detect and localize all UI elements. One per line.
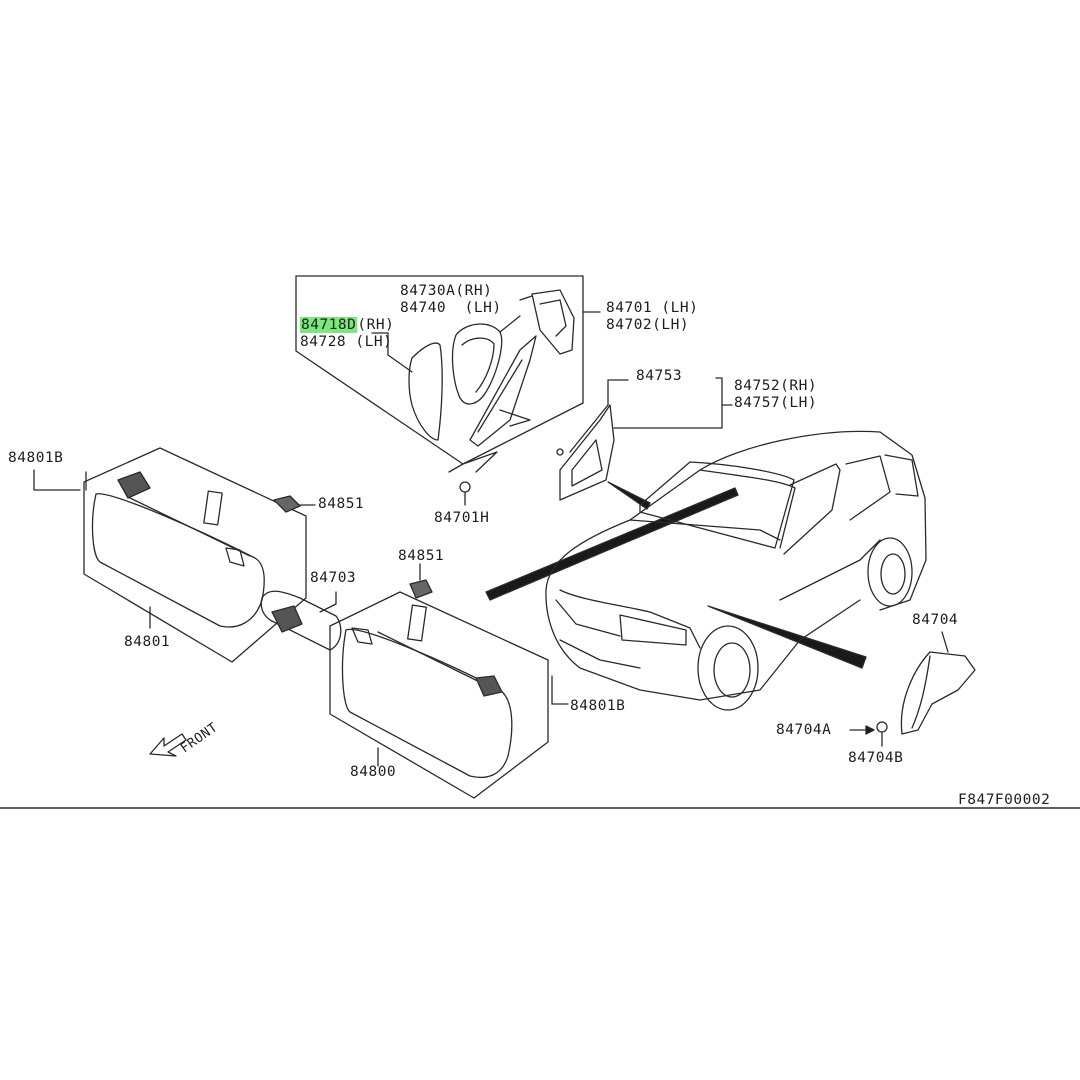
sun-visor-left (33, 447, 316, 663)
label-84740: 84740 (LH) (400, 300, 502, 316)
mirror-base (531, 289, 575, 355)
highlighted-part-number: 84718D (300, 317, 358, 333)
clip-84704B (876, 721, 888, 733)
label-84801B-right: 84801B (570, 698, 626, 714)
mirror-inset-pointer (448, 451, 498, 473)
pointer-wedge-3 (707, 605, 867, 669)
sun-visor-right (329, 563, 569, 799)
mirror-cover-trim (900, 651, 976, 735)
mirror-glass (408, 342, 443, 441)
label-84701: 84701 (LH) (606, 300, 699, 316)
corner-finisher (559, 404, 615, 501)
label-84757: 84757(LH) (734, 395, 818, 411)
label-84851-right: 84851 (398, 548, 445, 564)
front-arrow (149, 733, 187, 757)
pointer-wedge-1 (607, 481, 651, 510)
label-84703: 84703 (310, 570, 357, 586)
visor-holder (260, 590, 342, 651)
label-84752: 84752(RH) (734, 378, 818, 394)
label-84753: 84753 (636, 368, 683, 384)
label-84728: 84728 (LH) (300, 334, 393, 350)
figure-code: F847F00002 (958, 792, 1051, 808)
bolt-84701H (459, 481, 471, 493)
label-84851-left: 84851 (318, 496, 365, 512)
label-84701H: 84701H (434, 510, 490, 526)
mirror-housing (469, 335, 537, 447)
label-84718D: 84718D(RH) (300, 317, 395, 333)
label-84704B: 84704B (848, 750, 904, 766)
label-84702: 84702(LH) (606, 317, 690, 333)
label-84800: 84800 (350, 764, 397, 780)
vehicle-outline (545, 430, 927, 711)
label-84801B-left: 84801B (8, 450, 64, 466)
mirror-holder (451, 323, 503, 405)
label-84704: 84704 (912, 612, 959, 628)
label-84801: 84801 (124, 634, 171, 650)
label-84730A: 84730A(RH) (400, 283, 493, 299)
pointer-wedge-2 (485, 487, 739, 601)
label-84704A: 84704A (776, 722, 832, 738)
mirror-inset-frame (295, 275, 584, 465)
